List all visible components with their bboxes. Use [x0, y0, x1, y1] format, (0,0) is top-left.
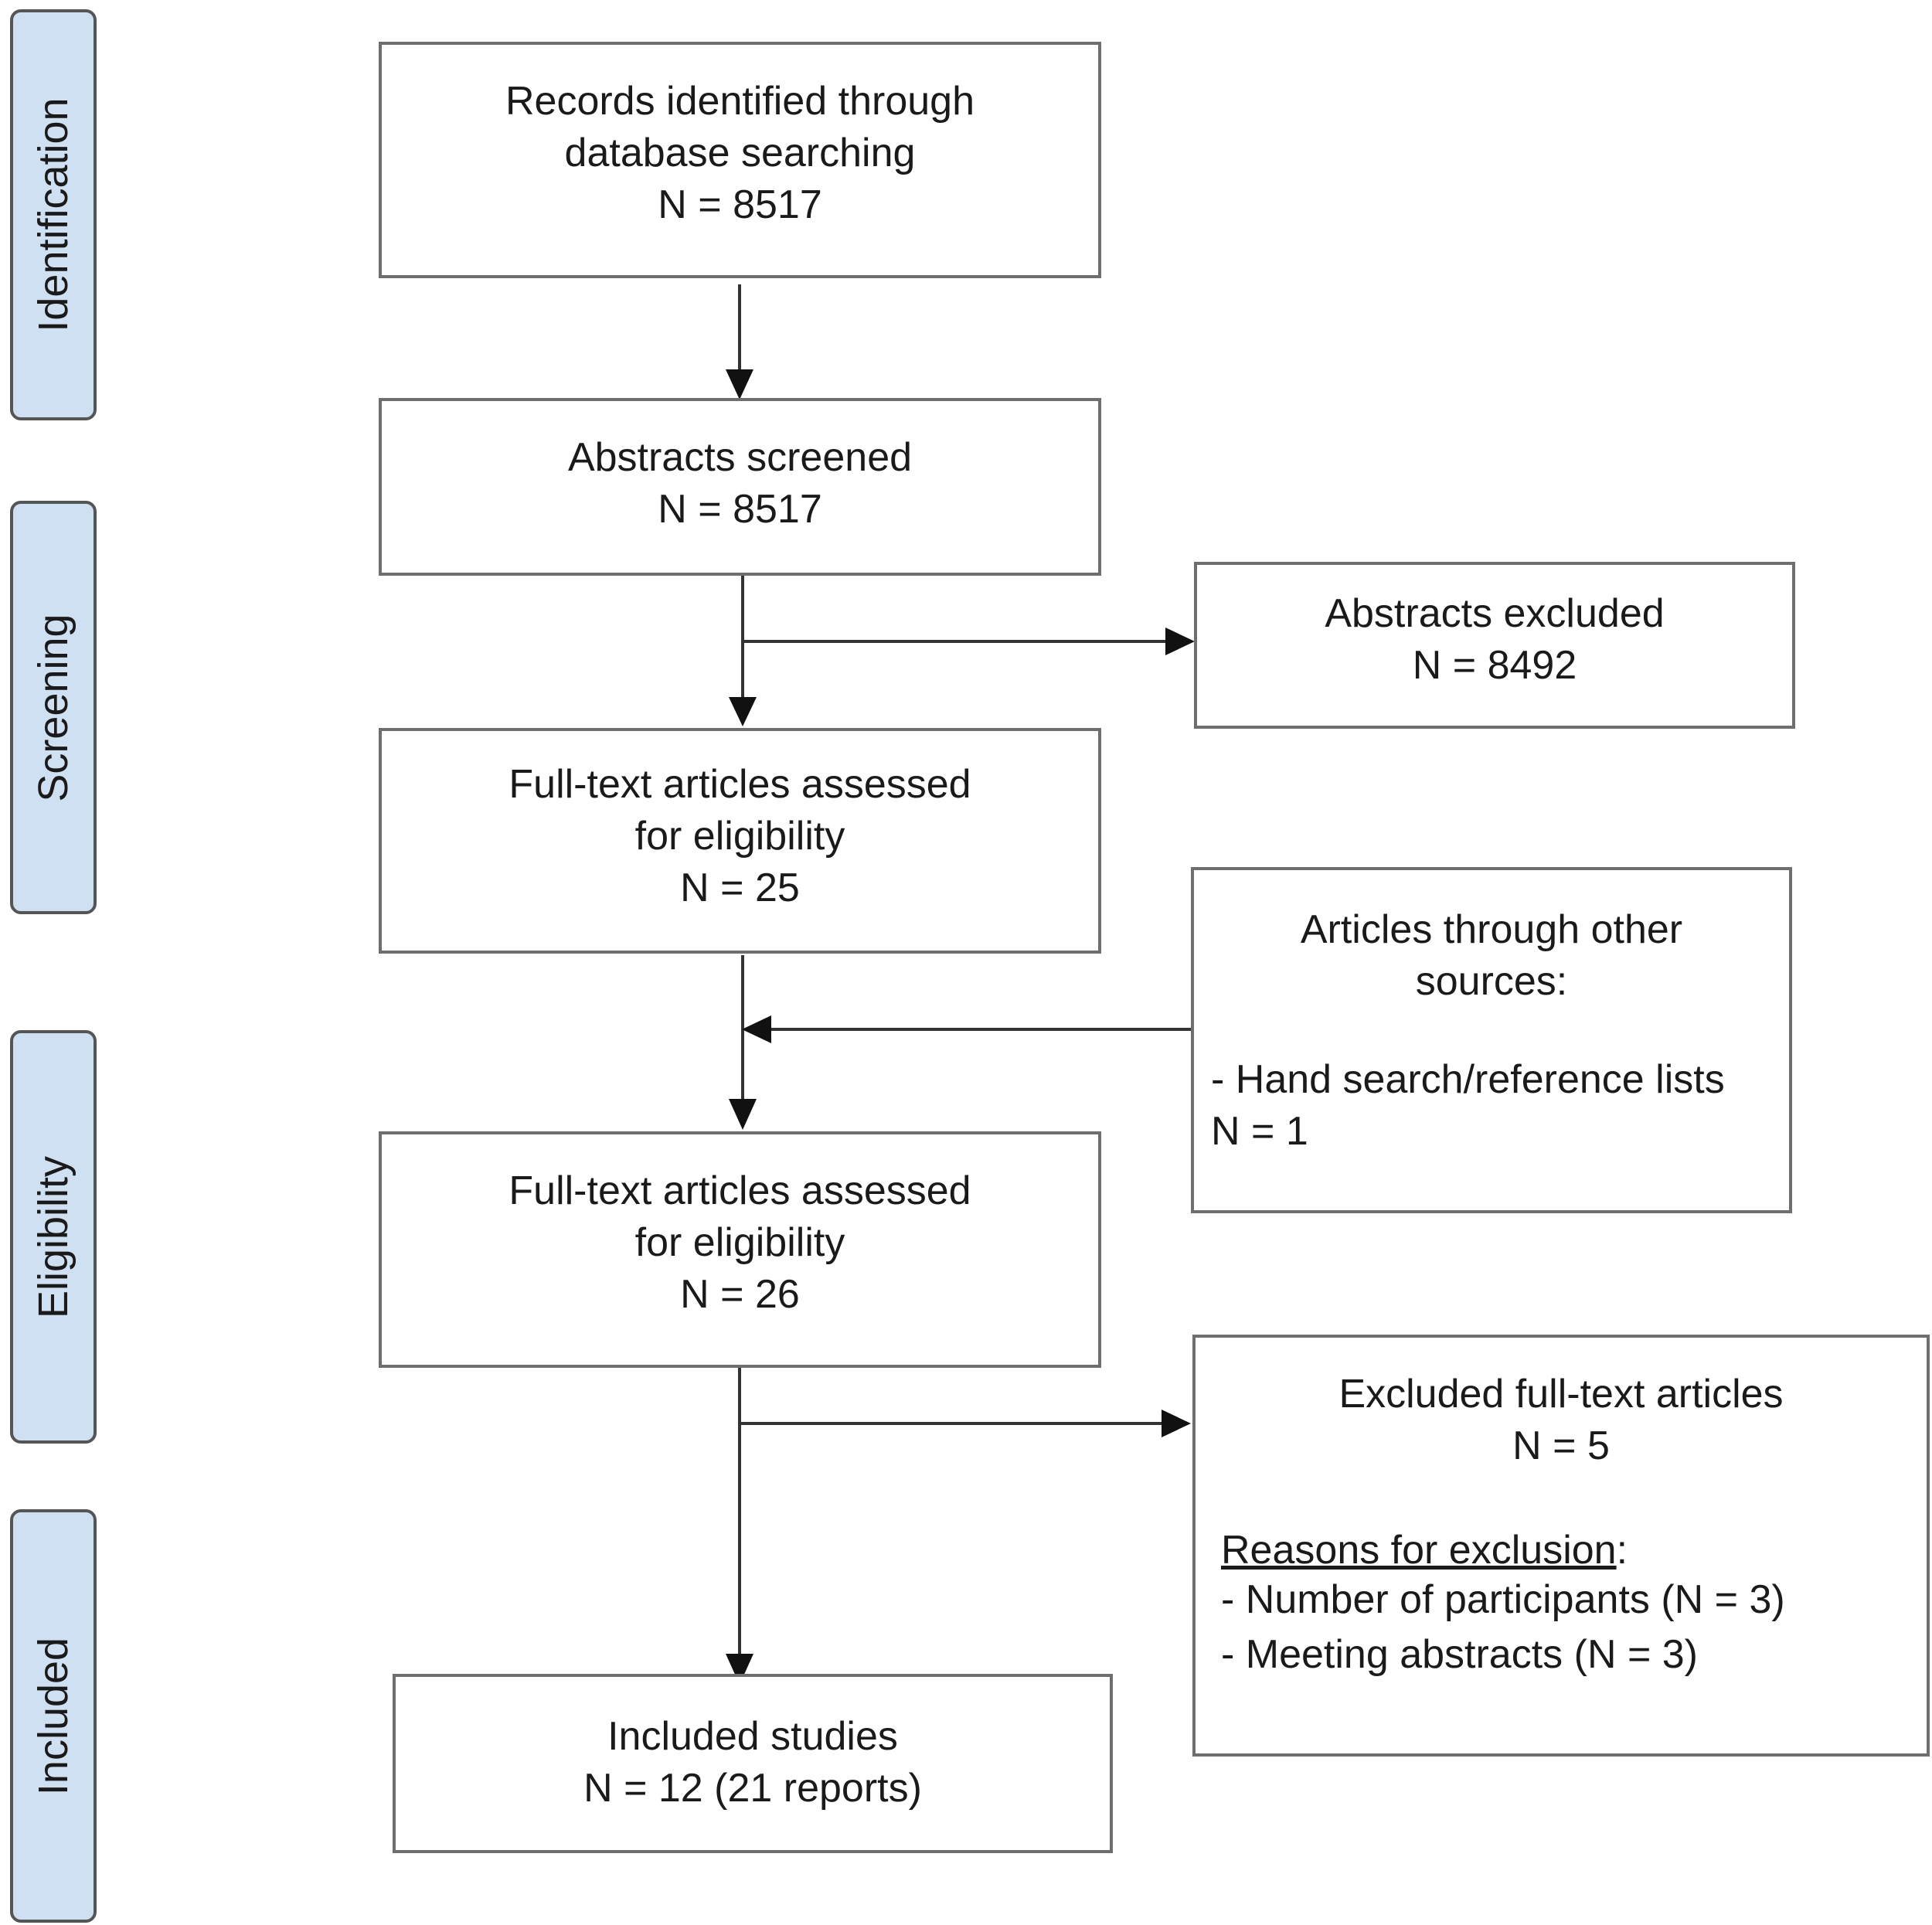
records-identified-box: Records identified through database sear…: [379, 42, 1101, 278]
arrowhead-down: [729, 697, 757, 726]
fulltext-assessed-26-box: Full-text articles assessed for eligibil…: [379, 1131, 1101, 1368]
excluded-fulltext-box: Excluded full-text articles N = 5 Reason…: [1192, 1335, 1930, 1757]
other-sources-line1: Articles through other: [1300, 907, 1683, 952]
exclusion-reasons-colon: :: [1616, 1528, 1628, 1573]
fulltext-26-line1: Full-text articles assessed: [509, 1168, 971, 1213]
included-studies-count: N = 12 (21 reports): [583, 1766, 922, 1811]
other-sources-count: N = 1: [1211, 1109, 1308, 1154]
arrowhead-left: [742, 1015, 771, 1043]
phase-screening: Screening: [10, 501, 97, 914]
other-sources-item: - Hand search/reference lists: [1211, 1057, 1725, 1102]
phase-eligibility: Eligibility: [10, 1030, 97, 1444]
exclusion-reason-1: - Number of participants (N = 3): [1221, 1577, 1785, 1622]
arrowhead-down: [726, 1654, 753, 1685]
fulltext-26-line2: for eligibility: [634, 1220, 845, 1265]
records-identified-line1: Records identified through: [505, 79, 975, 124]
abstracts-excluded-box: Abstracts excluded N = 8492: [1194, 562, 1795, 729]
arrowhead-down: [726, 369, 753, 400]
records-identified-line2: database searching: [564, 131, 916, 175]
exclusion-reason-2: - Meeting abstracts (N = 3): [1221, 1632, 1698, 1677]
excluded-fulltext-count: N = 5: [1512, 1423, 1610, 1468]
fulltext-assessed-25-box: Full-text articles assessed for eligibil…: [379, 728, 1101, 954]
exclusion-reasons-heading: Reasons for exclusion:: [1221, 1525, 1628, 1576]
abstracts-screened-box: Abstracts screened N = 8517: [379, 398, 1101, 576]
records-identified-count: N = 8517: [658, 182, 822, 227]
arrowhead-right: [1165, 627, 1195, 655]
other-sources-line2: sources:: [1415, 959, 1568, 1004]
fulltext-26-count: N = 26: [680, 1272, 800, 1317]
abstracts-excluded-line1: Abstracts excluded: [1325, 591, 1665, 636]
included-studies-box: Included studies N = 12 (21 reports): [393, 1674, 1113, 1853]
abstracts-excluded-count: N = 8492: [1412, 643, 1577, 688]
other-sources-box: Articles through other sources: - Hand s…: [1191, 867, 1792, 1213]
arrowhead-down: [729, 1099, 757, 1130]
fulltext-25-line2: for eligibility: [634, 814, 845, 859]
abstracts-screened-count: N = 8517: [658, 487, 822, 532]
excluded-fulltext-line1: Excluded full-text articles: [1338, 1372, 1784, 1417]
phase-identification: Identification: [10, 9, 97, 420]
included-studies-line1: Included studies: [607, 1714, 898, 1759]
arrowhead-right: [1162, 1410, 1191, 1437]
phase-included: Included: [10, 1509, 97, 1923]
fulltext-25-count: N = 25: [680, 866, 800, 910]
fulltext-25-line1: Full-text articles assessed: [509, 762, 971, 807]
abstracts-screened-line1: Abstracts screened: [567, 435, 913, 480]
exclusion-reasons-heading-text: Reasons for exclusion: [1221, 1528, 1617, 1573]
